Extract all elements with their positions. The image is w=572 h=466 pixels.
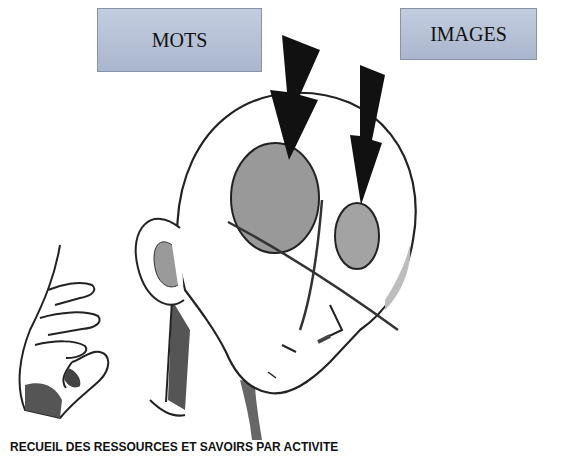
- hand: [20, 245, 109, 418]
- neck-line: [166, 300, 172, 402]
- box-label: MOTS: [152, 29, 208, 52]
- chin-mark: [268, 372, 276, 378]
- face-shade: [385, 245, 410, 310]
- arrow-to-images: [350, 65, 385, 205]
- ear-inner: [154, 242, 178, 287]
- face-guide-line: [300, 200, 322, 330]
- collar-line: [150, 400, 185, 416]
- image-area: [335, 203, 379, 269]
- word-area: [231, 143, 319, 253]
- box-label: IMAGES: [430, 23, 507, 46]
- ear: [136, 219, 184, 305]
- arrow-to-words: [270, 35, 320, 160]
- label-box: IMAGES: [400, 8, 537, 60]
- caption: RECUEIL DES RESSOURCES ET SAVOIRS PAR AC…: [10, 440, 570, 454]
- label-box: MOTS: [97, 8, 262, 72]
- hand-shadow: [25, 383, 62, 418]
- nose: [325, 305, 342, 338]
- mouth: [282, 345, 296, 352]
- nostril: [318, 336, 330, 342]
- hand-shadow: [64, 368, 80, 387]
